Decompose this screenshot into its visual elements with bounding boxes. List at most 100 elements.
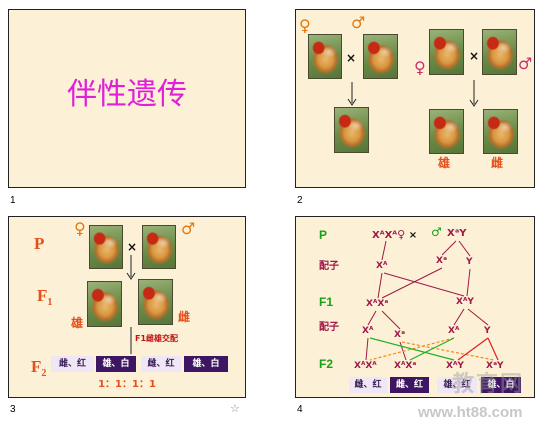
- f2-phenotype-box: 雌、红: [51, 356, 94, 372]
- f2-phenotype-box: 雄、白: [481, 377, 521, 393]
- fruit-fly-image: [89, 225, 123, 269]
- inheritance-line-orange: [369, 337, 455, 361]
- generation-f1-label: F1: [319, 295, 334, 309]
- arrows-layer: [126, 255, 136, 354]
- male-symbol-icon: ♂: [181, 219, 196, 238]
- slide-thumbnail-2[interactable]: ♀ ♂ × ♀ × ♂ 雄 雌: [295, 9, 535, 188]
- f2-phenotype-box: 雄、白: [184, 356, 228, 372]
- inheritance-line-green: [369, 337, 455, 361]
- generation-f2-label: F2: [319, 357, 334, 371]
- gamete: Y: [466, 257, 473, 267]
- inheritance-line: [381, 267, 443, 299]
- cross-symbol: ×: [346, 51, 357, 65]
- gamete: Xᴬ: [448, 326, 460, 336]
- inheritance-line-red: [457, 337, 489, 361]
- f2-genotype: XᴬXᴬ: [354, 361, 377, 371]
- gamete: Y: [484, 326, 491, 336]
- slide-number: 1: [10, 195, 16, 206]
- f1-genotype: XᴬXᵃ: [366, 299, 389, 309]
- f2-phenotype-box: 雌、红: [390, 377, 429, 393]
- male-symbol-icon: ♂: [431, 225, 442, 239]
- inheritance-line: [383, 272, 465, 297]
- male-symbol-icon: ♂: [518, 54, 533, 73]
- cross-symbol: ×: [408, 230, 418, 241]
- fruit-fly-image: [363, 34, 398, 79]
- slide-thumbnail-1[interactable]: 伴性遗传: [8, 9, 246, 188]
- slide-number: 2: [297, 195, 303, 206]
- gametes-label: 配子: [319, 322, 339, 333]
- inheritance-line: [466, 268, 471, 297]
- arrow-down-icon: [469, 80, 479, 107]
- f2-genotype: XᴬY: [446, 361, 464, 371]
- f2-phenotype-box: 雌、红: [141, 356, 181, 372]
- fruit-fly-image: [483, 109, 518, 154]
- gamete: Xᵃ: [436, 256, 448, 266]
- inheritance-line: [458, 240, 471, 257]
- fruit-fly-image: [142, 225, 176, 269]
- f2-phenotype-box: 雄、白: [96, 356, 136, 372]
- arrow-down-icon: [347, 82, 357, 106]
- cross-symbol: ×: [127, 240, 138, 254]
- female-symbol-icon: ♀: [414, 58, 426, 77]
- generation-subscript: 2: [41, 368, 47, 379]
- fruit-fly-image: [308, 34, 342, 79]
- slide-thumbnail-4[interactable]: P XᴬXᴬ♀ × ♂ XᵃY 配子 Xᴬ Xᵃ Y F1 XᴬXᵃ XᴬY 配…: [295, 216, 535, 398]
- f1-genotype: XᴬY: [456, 297, 474, 307]
- slide-thumbnail-3[interactable]: P ♀ × ♂ F1 雄 雌 F1雌雄交配 F2 雌、红 雄、白 雌、红 雄、白…: [8, 216, 246, 398]
- generation-p-label: P: [34, 234, 45, 253]
- arrow-down-icon: [126, 255, 136, 280]
- male-label: 雄: [71, 316, 84, 330]
- slide-number: 4: [297, 404, 303, 415]
- mating-note: F1雌雄交配: [135, 334, 179, 343]
- female-symbol-icon: ♀: [299, 16, 311, 35]
- watermark-logo: 教育网: [452, 372, 525, 397]
- male-parent-genotype: XᵃY: [447, 228, 467, 239]
- inheritance-line-red: [487, 337, 499, 361]
- female-parent-genotype: XᴬXᴬ♀ ×: [372, 229, 417, 241]
- fruit-fly-image: [482, 29, 517, 75]
- fruit-fly-image: [334, 107, 369, 153]
- animation-star-icon: ☆: [230, 402, 240, 415]
- arrows-layer: [347, 80, 479, 107]
- female-label: 雌: [491, 156, 504, 170]
- inheritance-line: [367, 310, 377, 326]
- inheritance-line: [467, 308, 489, 326]
- female-symbol-icon: ♀: [397, 228, 406, 241]
- f2-phenotype-box: 雌、红: [349, 377, 387, 393]
- cross-symbol: ×: [469, 49, 480, 63]
- slide-number: 3: [10, 404, 16, 415]
- genotype-text: XᴬXᴬ: [372, 230, 398, 241]
- inheritance-line: [381, 240, 387, 261]
- inheritance-line: [441, 240, 457, 256]
- generation-f1-label: F1: [37, 287, 52, 308]
- gamete: Xᴬ: [362, 326, 374, 336]
- fruit-fly-image: [87, 281, 122, 327]
- generation-p-label: P: [319, 228, 328, 242]
- inheritance-line-green: [409, 337, 455, 361]
- inheritance-line: [381, 310, 401, 330]
- gamete: Xᴬ: [376, 261, 388, 271]
- inheritance-line-orange: [401, 341, 495, 361]
- generation-letter: F: [31, 357, 42, 376]
- fruit-fly-image: [138, 279, 173, 325]
- f2-phenotype-box: 雄、红: [437, 377, 477, 393]
- female-label: 雌: [178, 310, 191, 324]
- watermark-url: www.ht88.com: [418, 404, 523, 421]
- inheritance-line: [453, 308, 465, 326]
- f2-genotype: XᵃY: [486, 361, 504, 371]
- fruit-fly-image: [429, 109, 464, 154]
- segregation-ratio: 1：1：1：1: [98, 379, 156, 390]
- cross-lines-layer: [365, 240, 499, 361]
- male-symbol-icon: ♂: [351, 13, 366, 32]
- generation-subscript: 1: [47, 297, 53, 308]
- female-symbol-icon: ♀: [74, 219, 86, 238]
- inheritance-line: [365, 337, 369, 361]
- generation-letter: F: [37, 286, 48, 305]
- inheritance-line: [377, 272, 383, 299]
- fruit-fly-image: [429, 29, 464, 75]
- slide-title: 伴性遗传: [67, 77, 187, 112]
- generation-f2-label: F2: [31, 358, 46, 379]
- gametes-label: 配子: [319, 261, 339, 272]
- male-label: 雄: [438, 156, 451, 170]
